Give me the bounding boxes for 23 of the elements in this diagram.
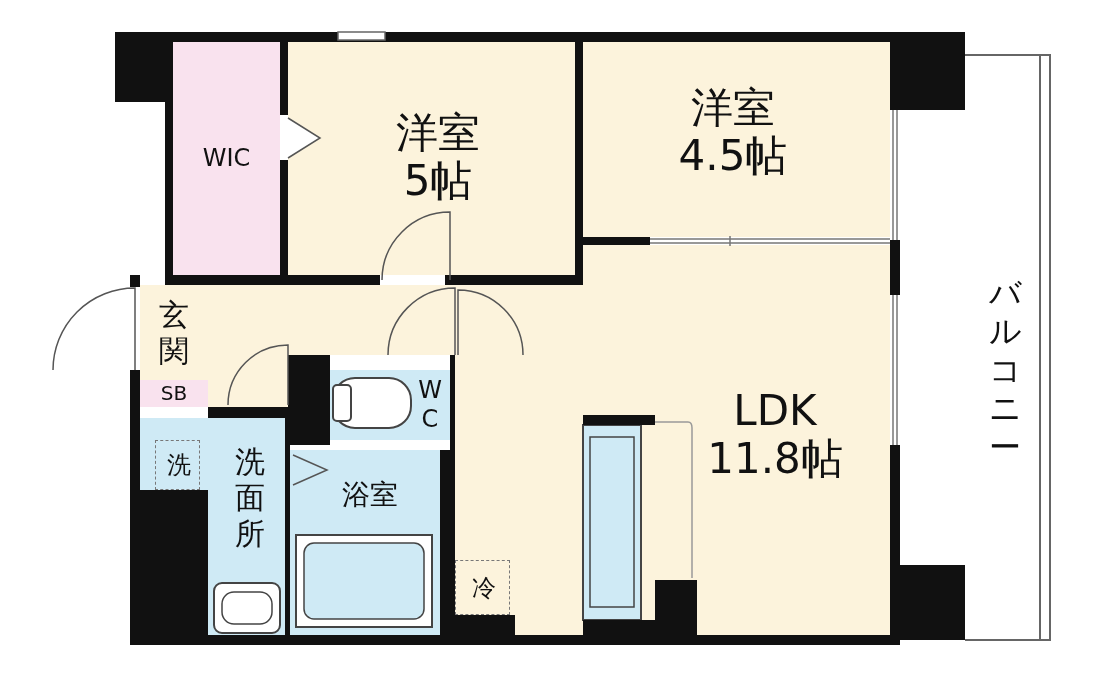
room-label: 5帖	[403, 157, 473, 206]
room-area	[330, 370, 450, 440]
room-label: SB	[160, 382, 188, 405]
room-label: 洗	[166, 452, 191, 480]
room-label: 玄関	[158, 296, 190, 369]
room-area	[173, 42, 280, 275]
room-area	[455, 245, 890, 635]
room-area	[140, 285, 208, 380]
room-label: 洋室	[691, 83, 775, 132]
room-label: 洗面所	[234, 444, 266, 552]
room-area	[290, 450, 440, 635]
room-label: 浴室	[342, 478, 398, 512]
room-area	[140, 380, 208, 407]
room-label: 11.8帖	[707, 435, 843, 484]
room-area	[288, 42, 575, 275]
room-label: WIC	[202, 144, 251, 173]
room-label: 4.5帖	[678, 132, 788, 181]
room-label: LDK	[733, 386, 817, 435]
room-label: 洋室	[396, 108, 480, 157]
room-label: 冷	[471, 574, 496, 603]
room-label: バルコニー	[988, 274, 1022, 466]
room-label: WC	[417, 376, 443, 434]
room-area	[583, 42, 890, 237]
